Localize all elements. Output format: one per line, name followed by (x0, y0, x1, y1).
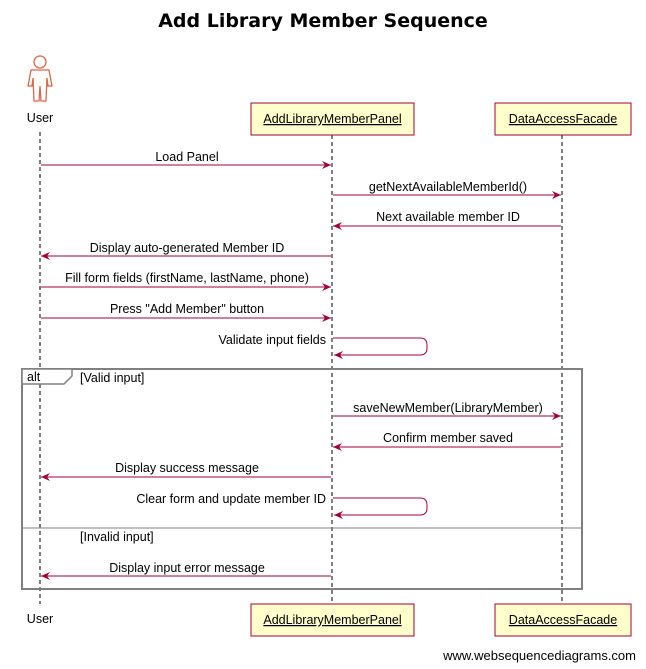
alt-condition-invalid: [Invalid input] (80, 530, 154, 544)
message-label: getNextAvailableMemberId() (369, 180, 527, 194)
participant-panel-label-top: AddLibraryMemberPanel (263, 112, 401, 126)
message-label: Next available member ID (376, 210, 520, 224)
participant-facade-box-bottom (494, 603, 632, 637)
message-label: Confirm member saved (383, 431, 513, 445)
alt-keyword: alt (27, 370, 41, 384)
self-message-arrow (333, 337, 428, 359)
watermark-link[interactable]: www.websequencediagrams.com (443, 648, 636, 663)
alt-condition-valid: [Valid input] (80, 371, 144, 385)
message-label: Display input error message (109, 561, 265, 575)
participant-facade-box-top (494, 102, 632, 136)
message-label: Press "Add Member" button (110, 302, 264, 316)
participant-panel-box-bottom (250, 603, 415, 637)
message-label: Fill form fields (firstName, lastName, p… (65, 271, 309, 285)
message-label: Display auto-generated Member ID (90, 241, 285, 255)
message-label: saveNewMember(LibraryMember) (353, 401, 543, 415)
participant-facade-label-top: DataAccessFacade (509, 112, 617, 126)
participant-panel-box-top (250, 102, 415, 136)
alt-fragment-frame (21, 368, 583, 590)
participant-facade-label-bottom: DataAccessFacade (509, 613, 617, 627)
message-label: Display success message (115, 461, 259, 475)
message-label: Clear form and update member ID (136, 492, 326, 506)
user-actor-icon (27, 55, 53, 102)
self-message-arrow (333, 497, 428, 519)
diagram-title: Add Library Member Sequence (158, 10, 488, 32)
participant-user-label-bottom: User (27, 612, 53, 626)
participant-user-label-top: User (27, 111, 53, 125)
message-label: Validate input fields (219, 333, 326, 347)
message-label: Load Panel (155, 150, 218, 164)
alt-fragment-tab (21, 368, 73, 385)
participant-panel-label-bottom: AddLibraryMemberPanel (263, 613, 401, 627)
